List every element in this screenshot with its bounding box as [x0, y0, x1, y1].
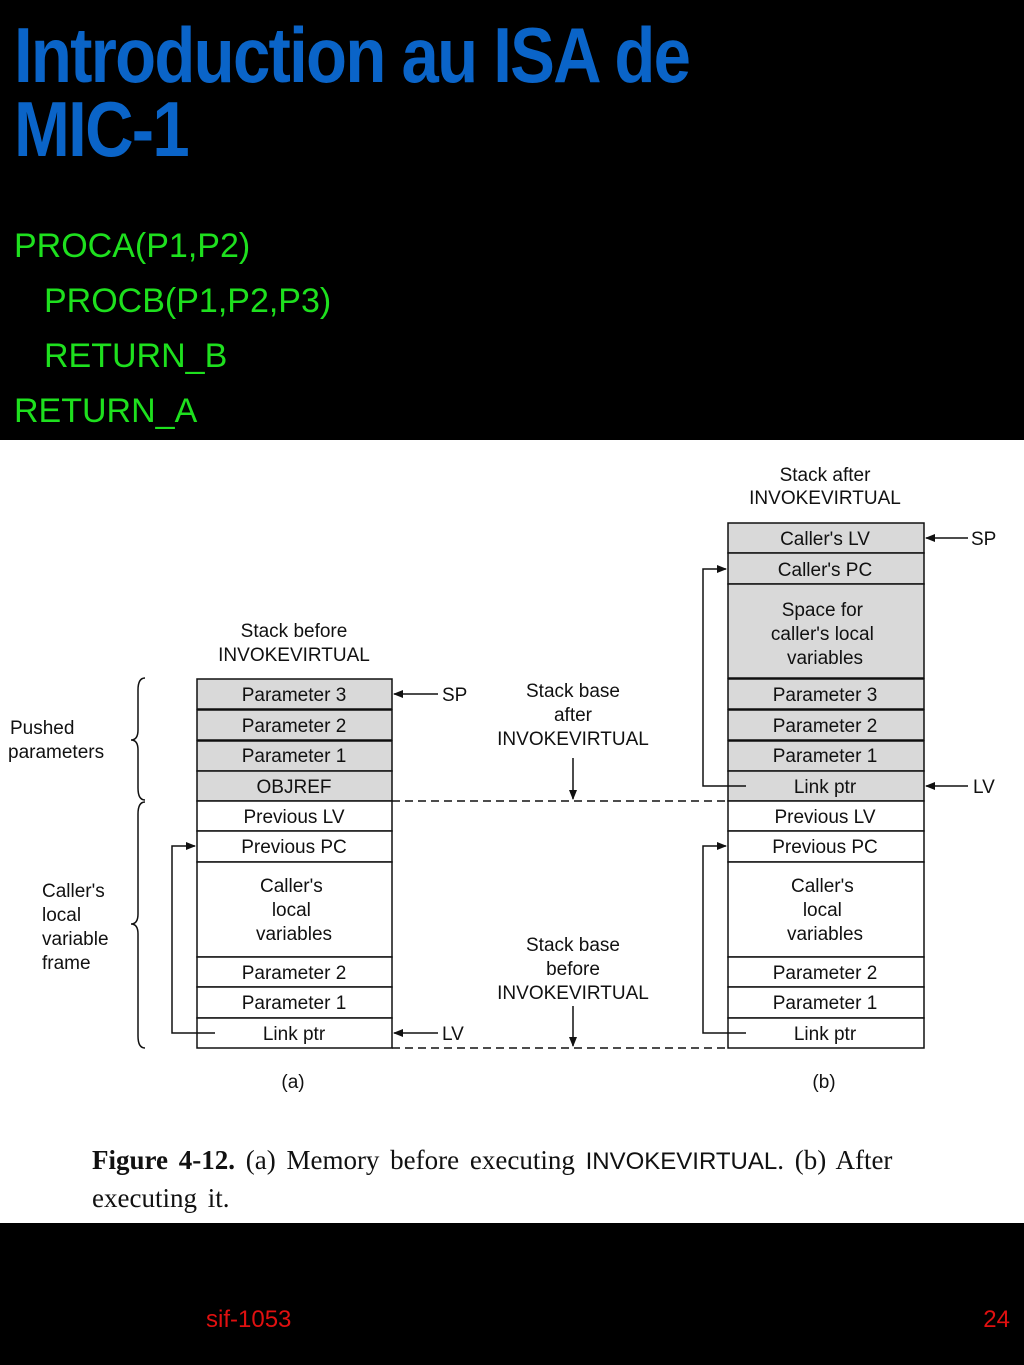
stack-a-heading-1: Stack before	[241, 621, 348, 642]
stack-a-label-callers-line-1: Caller's	[260, 876, 323, 897]
stack-a-label-callers-line-2: local	[272, 900, 311, 921]
brace-label-frame-2: local	[42, 905, 81, 926]
stack-a-label-parameter-1-lower: Parameter 1	[242, 993, 347, 1014]
stack-a-cell-callers-local-variables	[196, 861, 393, 958]
stack-b-label-previous-pc: Previous PC	[772, 837, 878, 858]
code-line-return-a: RETURN_A	[14, 392, 198, 430]
base-before-label-3: INVOKEVIRTUAL	[497, 983, 649, 1004]
caller-frame-brace	[130, 801, 146, 1049]
pushed-parameters-brace	[130, 677, 146, 801]
caption-part-2: . (b) After executing it.	[92, 1145, 893, 1213]
stack-b-label-space-line-2: caller's local	[771, 624, 874, 645]
stack-b: Caller's LV Caller's PC Space for caller…	[702, 522, 996, 1049]
footer-course-code: sif-1053	[206, 1306, 292, 1333]
base-after-label-3: INVOKEVIRTUAL	[497, 729, 649, 750]
title-line-2: MIC-1	[14, 85, 190, 173]
base-after-label-2: after	[554, 705, 593, 726]
stack-b-label-callers-line-2: local	[803, 900, 842, 921]
stack-a-link-arrow	[171, 842, 215, 1034]
code-line-procb: PROCB(P1,P2,P3)	[44, 282, 332, 320]
caption-instruction: INVOKEVIRTUAL	[585, 1148, 778, 1175]
brace-label-frame-4: frame	[42, 953, 91, 974]
stack-b-cell-previous-pc	[727, 830, 925, 863]
stack-b-cell-parameter-2	[727, 709, 925, 741]
stack-a-label-previous-lv: Previous LV	[243, 807, 344, 828]
stack-a-cell-parameter-1-lower	[196, 986, 393, 1019]
code-line-return-b: RETURN_B	[44, 337, 228, 375]
stack-a-cell-parameter-2-lower	[196, 956, 393, 988]
stack-b-cell-parameter-3	[727, 678, 925, 710]
stack-a-label-parameter-2-lower: Parameter 2	[242, 963, 347, 984]
stack-b-lv-label: LV	[973, 777, 995, 798]
stack-a-cell-parameter-2	[196, 709, 393, 741]
stack-b-link-arrow-lower	[702, 842, 746, 1034]
stack-a: Parameter 3 Parameter 2 Parameter 1 OBJR…	[171, 678, 467, 1049]
stack-b-cell-callers-local-variables	[727, 861, 925, 958]
stack-a-label-previous-pc: Previous PC	[241, 837, 347, 858]
stack-b-heading-1: Stack after	[780, 465, 871, 486]
stack-b-cell-link-ptr-lower	[727, 1017, 925, 1049]
stack-a-cell-parameter-3	[196, 678, 393, 710]
stack-b-label-parameter-2-lower: Parameter 2	[773, 963, 878, 984]
sub-label-b: (b)	[812, 1072, 835, 1093]
caption-figure-number: Figure 4-12.	[92, 1145, 235, 1175]
base-after-label-1: Stack base	[526, 681, 620, 702]
brace-label-pushed-1: Pushed	[10, 718, 74, 739]
stack-b-label-space-line-1: Space for	[782, 600, 864, 621]
stack-a-label-parameter-2: Parameter 2	[242, 716, 347, 737]
stack-b-sp-label: SP	[971, 529, 996, 550]
figure-panel: Stack before INVOKEVIRTUAL Stack after I…	[0, 440, 1024, 1223]
figure-caption: Figure 4-12. (a) Memory before executing…	[92, 1142, 952, 1216]
stack-b-label-previous-lv: Previous LV	[774, 807, 875, 828]
stack-diagram: Stack before INVOKEVIRTUAL Stack after I…	[8, 465, 996, 1093]
stack-a-heading-2: INVOKEVIRTUAL	[218, 645, 370, 666]
stack-a-cell-parameter-1	[196, 740, 393, 772]
code-line-proca: PROCA(P1,P2)	[14, 227, 251, 265]
stack-a-label-callers-line-3: variables	[256, 924, 332, 945]
stack-a-label-parameter-3: Parameter 3	[242, 685, 347, 706]
stack-b-label-parameter-3: Parameter 3	[773, 685, 878, 706]
stack-b-cell-space-for-locals	[727, 583, 925, 679]
stack-b-label-space-for-locals: Space for caller's local variables	[771, 600, 879, 669]
caption-part-1: (a) Memory before executing	[245, 1145, 575, 1175]
stack-b-label-space-line-3: variables	[787, 648, 863, 669]
stack-b-label-link-ptr-lower: Link ptr	[794, 1024, 857, 1045]
brace-label-pushed-2: parameters	[8, 742, 104, 763]
footer-page-number: 24	[983, 1306, 1010, 1333]
stack-b-label-callers-local-variables: Caller's local variables	[787, 876, 863, 945]
stack-b-label-parameter-2: Parameter 2	[773, 716, 878, 737]
title-line-1: Introduction au ISA de	[14, 11, 691, 99]
stack-b-label-callers-line-3: variables	[787, 924, 863, 945]
stack-a-label-parameter-1: Parameter 1	[242, 746, 347, 767]
stack-b-link-arrow-upper	[702, 565, 746, 787]
stack-b-label-callers-pc: Caller's PC	[778, 560, 872, 581]
stack-b-cell-callers-lv	[727, 522, 925, 554]
stack-b-label-parameter-1-lower: Parameter 1	[773, 993, 878, 1014]
stack-a-label-objref: OBJREF	[257, 777, 332, 798]
stack-b-cell-parameter-2-lower	[727, 956, 925, 988]
sub-label-a: (a)	[281, 1072, 304, 1093]
stack-a-lv-label: LV	[442, 1024, 464, 1045]
stack-b-label-callers-line-1: Caller's	[791, 876, 854, 897]
stack-a-sp-label: SP	[442, 685, 467, 706]
stack-b-label-link-ptr: Link ptr	[794, 777, 857, 798]
stack-a-label-link-ptr: Link ptr	[263, 1024, 326, 1045]
slide-title: Introduction au ISA de MIC-1	[14, 16, 691, 168]
brace-label-frame-1: Caller's	[42, 881, 105, 902]
base-before-label-2: before	[546, 959, 600, 980]
stack-b-label-parameter-1: Parameter 1	[773, 746, 878, 767]
brace-label-frame-3: variable	[42, 929, 109, 950]
stack-b-cell-callers-pc	[727, 552, 925, 585]
stack-b-heading-2: INVOKEVIRTUAL	[749, 488, 901, 509]
base-before-label-1: Stack base	[526, 935, 620, 956]
stack-b-cell-link-ptr	[727, 770, 925, 802]
stack-b-label-callers-lv: Caller's LV	[780, 529, 870, 550]
stack-a-label-callers-local-variables: Caller's local variables	[256, 876, 332, 945]
